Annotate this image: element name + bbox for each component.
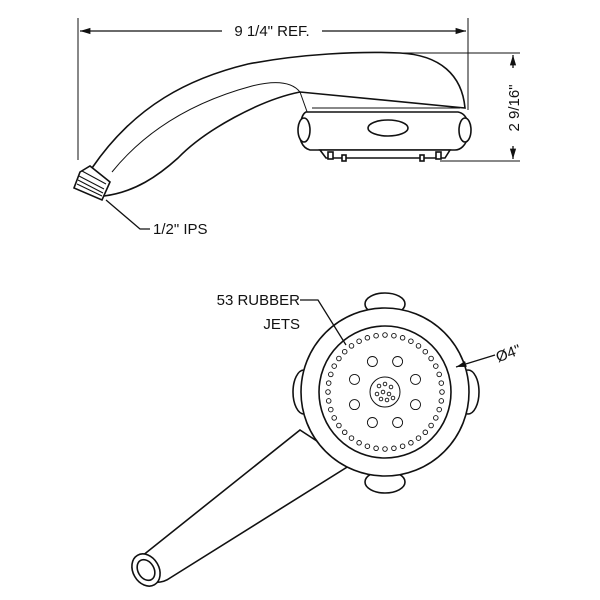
handle-front [136, 429, 354, 584]
outer-jet [341, 348, 348, 355]
length-dimension-label: 9 1/4" REF. [234, 23, 309, 40]
jets-label-line2: JETS [263, 316, 300, 333]
center-jet [380, 389, 386, 395]
outer-jet [439, 389, 445, 395]
outer-jet [356, 440, 362, 446]
height-dimension-label: 2 9/16" [506, 84, 523, 131]
middle-jet [410, 373, 421, 385]
center-jet [388, 384, 394, 390]
selector-button-side [367, 119, 409, 137]
center-jet [386, 391, 392, 397]
ips-label: 1/2" IPS [153, 221, 208, 238]
threaded-connector-front [131, 553, 161, 587]
rubber-jets [325, 332, 445, 452]
center-jet [378, 396, 384, 402]
jets-leader-line [300, 299, 347, 346]
diameter-leader-line [455, 354, 496, 368]
diameter-label: Ø4" [494, 341, 524, 366]
outer-jet [422, 429, 429, 436]
outer-jet [438, 398, 445, 404]
side-knob-right [458, 117, 472, 143]
outer-jet [364, 335, 371, 341]
front-view: 53 RUBBER JETS Ø4" [131, 292, 524, 587]
outer-jet [399, 443, 406, 449]
outer-jet [408, 338, 414, 344]
middle-jet [366, 356, 378, 367]
outer-jet [348, 343, 355, 349]
ips-leader-line [105, 199, 150, 230]
outer-jet [341, 429, 348, 436]
middle-jet [392, 417, 404, 428]
outer-jet [325, 398, 332, 404]
outer-jet [436, 371, 442, 378]
center-jet [384, 397, 390, 403]
center-jet [376, 383, 382, 389]
outer-jet [373, 445, 379, 452]
center-jet-ring [369, 376, 401, 408]
middle-jet [349, 373, 360, 385]
outer-jet [373, 332, 379, 339]
outer-jet [336, 355, 342, 362]
middle-jet [392, 356, 404, 367]
handle-side [91, 51, 466, 197]
outer-jet [331, 415, 337, 421]
outer-jet [328, 371, 334, 378]
outer-jet [391, 445, 397, 452]
middle-jet [349, 399, 360, 411]
outer-jet [328, 406, 334, 413]
side-view: 9 1/4" REF. 2 9/16" [72, 18, 523, 238]
outer-jet [391, 332, 397, 339]
outer-jet [325, 380, 332, 386]
outer-jet [356, 338, 362, 344]
outer-jet [399, 335, 406, 341]
side-knob-left [297, 117, 311, 143]
outer-jet [408, 440, 414, 446]
outer-jet [428, 355, 434, 362]
outer-jet [428, 422, 434, 429]
outer-jet [415, 343, 422, 349]
middle-jet [366, 417, 378, 428]
center-jet [382, 381, 388, 387]
outer-jet [325, 389, 331, 395]
threaded-connector-side [72, 165, 111, 202]
outer-jet [336, 422, 342, 429]
outer-jet [415, 435, 422, 441]
face-plate-side [318, 149, 452, 159]
middle-jet [410, 399, 421, 411]
outer-jet [331, 363, 337, 369]
outer-jet [433, 363, 439, 369]
outer-jet [436, 406, 442, 413]
center-jet [390, 395, 396, 401]
outer-jet [422, 348, 429, 355]
center-jet [374, 391, 380, 397]
outer-jet [348, 435, 355, 441]
outer-jet [382, 332, 388, 338]
outer-jet [364, 443, 371, 449]
handle-contour [111, 82, 301, 173]
jet-nubs-side [327, 151, 442, 162]
outer-jet [438, 380, 445, 386]
jets-label-line1: 53 RUBBER [217, 292, 301, 309]
outer-jet [433, 415, 439, 421]
outer-jet [382, 446, 388, 452]
